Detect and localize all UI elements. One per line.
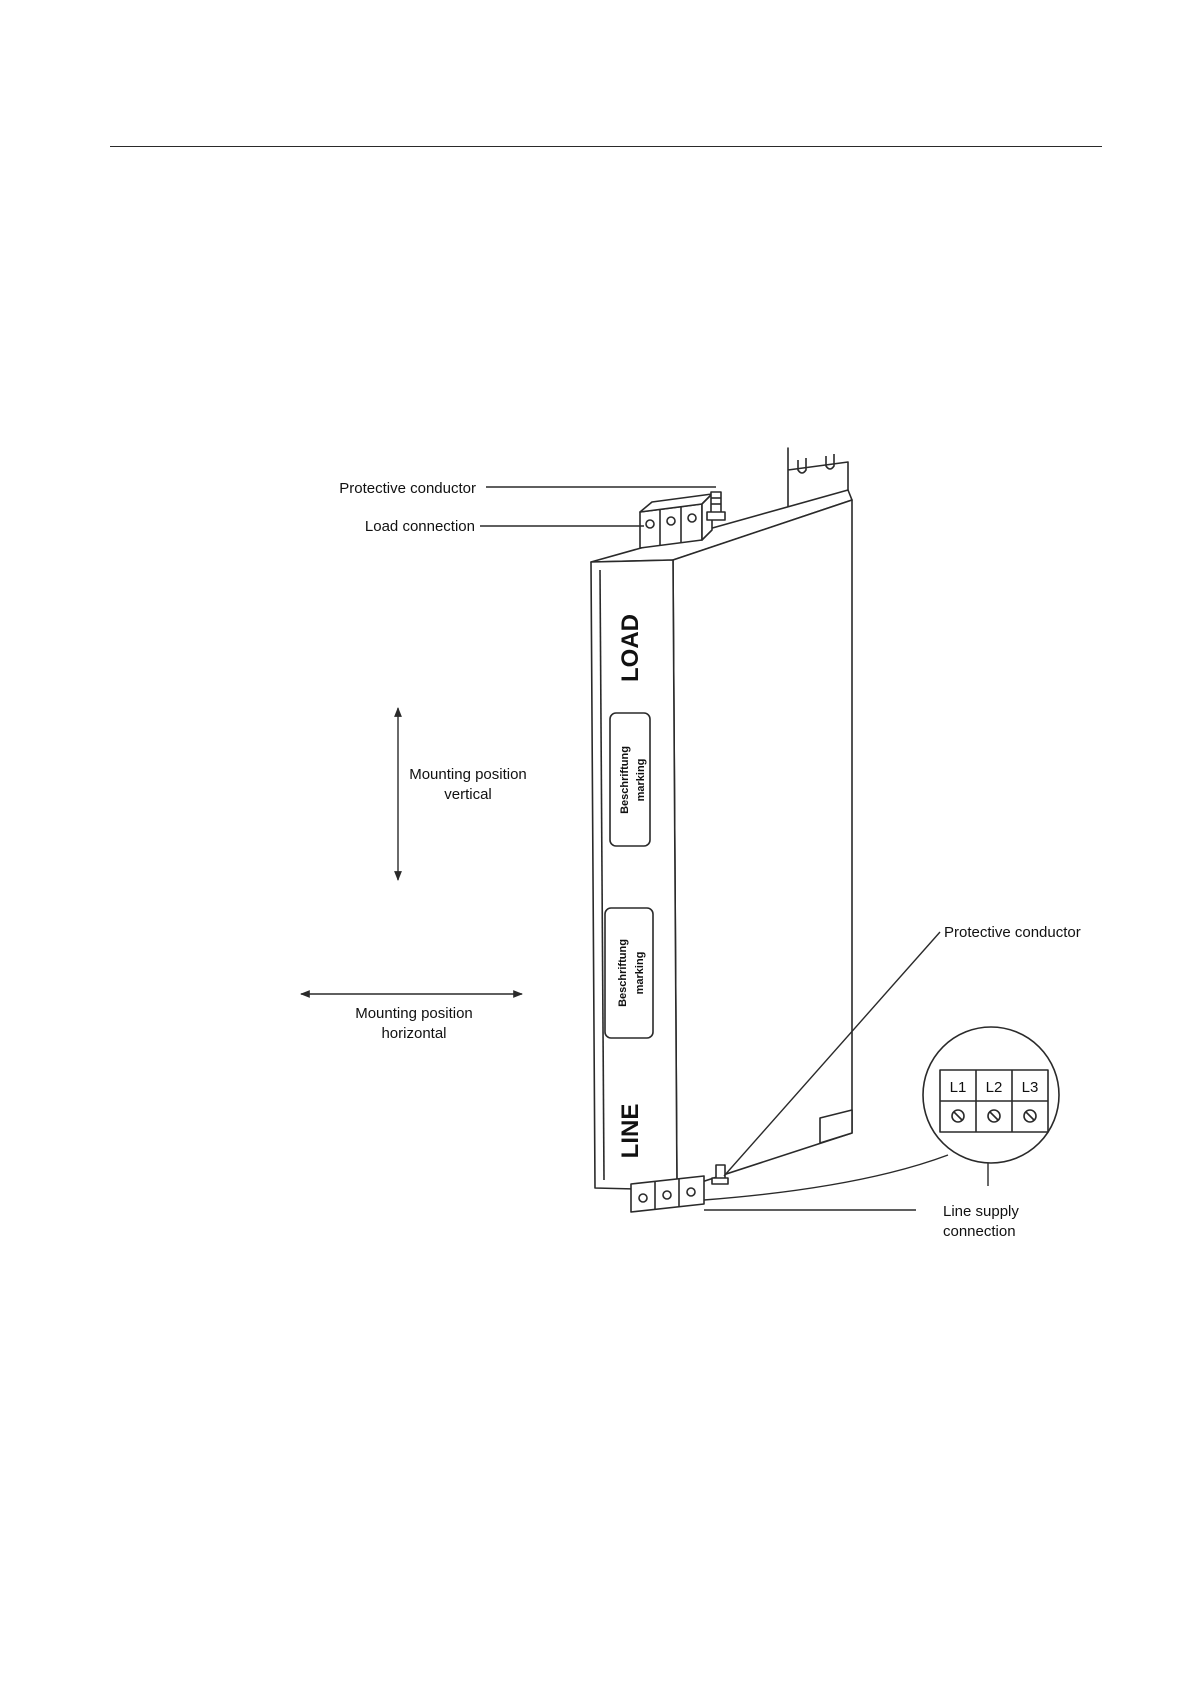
load-terminal-block — [640, 494, 712, 548]
device-line-label: LINE — [617, 1104, 644, 1159]
housing-side-face — [673, 500, 852, 1190]
callout-line-supply-line1: Line supply — [943, 1203, 1019, 1220]
terminal-label-l1: L1 — [950, 1079, 967, 1096]
mounting-vertical-line1: Mounting position — [409, 766, 527, 783]
callout-protective-conductor-top: Protective conductor — [339, 480, 476, 497]
device-load-label: LOAD — [617, 614, 644, 682]
mounting-horizontal-line1: Mounting position — [355, 1005, 473, 1022]
callout-load-connection: Load connection — [365, 518, 475, 535]
marking-lower-line2: marking — [634, 952, 646, 995]
marking-lower-line1: Beschriftung — [617, 939, 629, 1007]
terminal-label-l2: L2 — [986, 1079, 1003, 1096]
callout-line-supply-line2: connection — [943, 1223, 1016, 1240]
mounting-vertical-line2: vertical — [444, 786, 492, 803]
callout-protective-conductor-bottom: Protective conductor — [944, 924, 1081, 941]
marking-upper-line2: marking — [635, 759, 647, 802]
mounting-horizontal-line2: horizontal — [381, 1025, 446, 1042]
terminal-label-l3: L3 — [1022, 1079, 1039, 1096]
marking-upper-line1: Beschriftung — [619, 746, 631, 814]
